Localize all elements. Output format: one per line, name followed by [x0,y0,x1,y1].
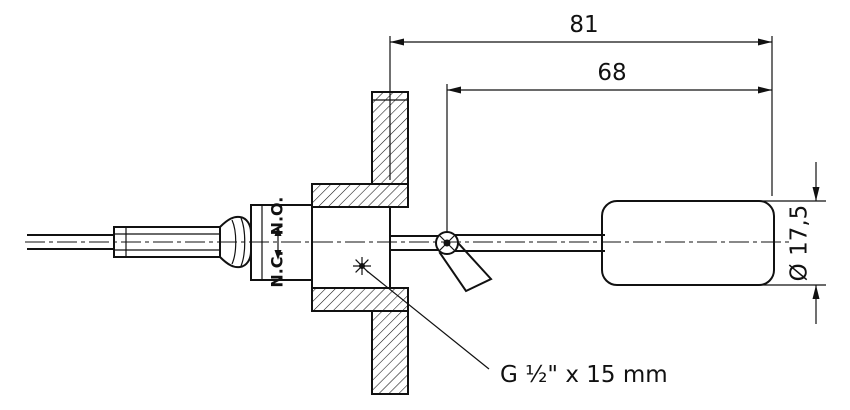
arrowhead-icon [758,86,772,94]
thread-fitting [311,183,409,312]
toggle-arrow-icon [274,226,282,260]
dimension-overall-length: 81 [389,12,773,196]
no-label: N.O. [268,197,287,236]
dimension-float-length: 68 [446,60,772,233]
arrowhead-icon [758,38,772,46]
float-lever-assembly [389,200,775,293]
burst-marker-icon [353,257,371,275]
arrowhead-icon [812,187,820,201]
arrowhead-icon [812,285,820,299]
nc-label: N.C. [268,250,287,287]
float-length-value: 68 [597,60,626,86]
contact-labels: N.O. N.C. [268,197,287,288]
thread-spec: G ½" x 15 mm [366,270,668,388]
thread-spec-label: G ½" x 15 mm [500,362,668,388]
fitting-body [311,206,391,289]
dimension-float-diameter: Ø 17,5 [760,162,826,324]
wall-lower [371,310,409,395]
float-body [601,200,775,286]
overall-length-value: 81 [569,12,598,38]
cable [27,234,115,250]
thread-hatch-top [311,183,409,208]
thread-leader-line [366,270,490,370]
arrowhead-icon [447,86,461,94]
arrowhead-icon [390,38,404,46]
float-diameter-value: Ø 17,5 [787,205,813,282]
thread-hatch-bottom [311,287,409,312]
